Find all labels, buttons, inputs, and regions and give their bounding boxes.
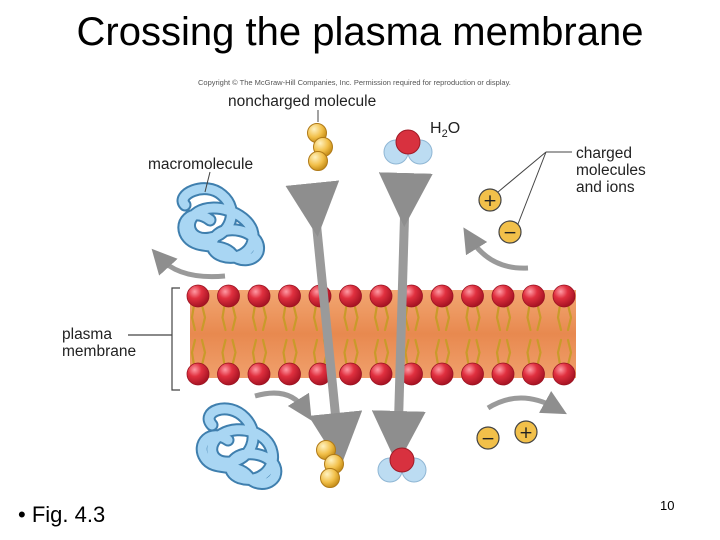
plasma-label-line2: membrane <box>62 343 137 360</box>
membrane-bracket <box>171 287 180 391</box>
lipid-tail <box>190 303 197 332</box>
macromolecule-bottom-curve-arrow <box>254 390 312 421</box>
copyright-notice: Copyright © The McGraw-Hill Companies, I… <box>198 78 511 87</box>
lipid-tail <box>556 303 563 332</box>
lipid-tail <box>261 338 268 367</box>
phospholipid-head <box>430 362 454 386</box>
charged-label-line3: and ions <box>576 179 635 196</box>
water-label-subscript: 2 <box>441 128 448 141</box>
phospholipid-head <box>278 284 301 308</box>
charged-molecules-label: charged molecules and ions <box>576 145 646 196</box>
noncharged-molecule-label: noncharged molecule <box>228 93 377 110</box>
lipid-tail <box>261 303 268 332</box>
lipid-tail <box>495 303 502 332</box>
figure-reference: Fig. 4.3 <box>31 502 106 527</box>
lipid-tail <box>505 303 512 332</box>
macromolecule-top <box>176 182 265 267</box>
lipid-tail <box>221 303 227 332</box>
lipid-tail <box>495 338 502 367</box>
negative-ion-top <box>498 220 522 244</box>
noncharged-molecule-top <box>307 123 333 171</box>
ion-bottom-curve-arrow <box>486 391 567 415</box>
lipid-tail <box>505 338 512 367</box>
lipid-tail <box>536 303 542 332</box>
negative-ion-bottom <box>476 426 500 450</box>
charged-leader-lines <box>497 151 572 225</box>
phospholipid-head <box>278 362 301 386</box>
lipid-tail <box>475 338 481 367</box>
ion-top-curve-arrow <box>463 227 529 271</box>
curved-arrows <box>151 227 567 421</box>
lipid-tail <box>444 303 451 332</box>
ions: + − − + <box>476 188 538 450</box>
lipid-tail <box>434 338 441 367</box>
water-label-o: O <box>447 120 461 137</box>
phospholipid-head <box>186 362 210 386</box>
phospholipid-head <box>522 362 545 386</box>
charged-label-line2: molecules <box>576 162 646 179</box>
lipid-tail <box>190 338 197 367</box>
lipid-tail <box>556 338 563 367</box>
figure-reference-bullet: • Fig. 4.3 <box>18 502 106 527</box>
phospholipid-head <box>552 284 576 308</box>
lipid-tail <box>465 303 471 332</box>
slide-title: Crossing the plasma membrane <box>76 10 644 54</box>
positive-ion-bottom-sign: + <box>519 423 533 443</box>
lipid-tail <box>200 338 207 367</box>
phospholipid-head <box>491 284 515 308</box>
phospholipid-head <box>339 284 362 308</box>
phospholipid-head <box>461 362 484 386</box>
water-label: H2O <box>430 120 460 143</box>
macromolecule-top-curve-arrow <box>151 248 226 280</box>
lipid-tail <box>536 338 542 367</box>
lipid-tail <box>251 303 258 332</box>
lipid-tail <box>465 338 471 367</box>
phospholipid-head <box>217 362 240 386</box>
phospholipid-head <box>247 362 271 386</box>
lipid-tail <box>475 303 481 332</box>
lipid-tail <box>231 338 237 367</box>
phospholipid-head <box>430 284 454 308</box>
phospholipid-head <box>217 284 240 308</box>
negative-ion-top-sign: − <box>503 223 517 243</box>
phospholipid-head <box>461 284 484 308</box>
macromolecule-bottom <box>195 402 283 490</box>
water-molecule-bottom <box>377 447 427 483</box>
positive-ion-top-sign: + <box>483 191 497 211</box>
lipid-tail <box>526 338 532 367</box>
negative-ion-bottom-sign: − <box>481 429 495 449</box>
phospholipid-head <box>247 284 271 308</box>
macromolecule-leader <box>204 171 211 193</box>
positive-ion-top <box>478 188 502 212</box>
positive-ion-bottom <box>514 420 538 444</box>
phospholipid-head <box>552 362 576 386</box>
lipid-tail <box>231 303 237 332</box>
lipid-tail <box>566 338 573 367</box>
phospholipid-head <box>522 284 545 308</box>
phospholipid-head <box>491 362 515 386</box>
lipid-tail <box>221 338 227 367</box>
macromolecule-label: macromolecule <box>148 156 254 173</box>
noncharged-transport-arrow <box>285 180 363 467</box>
plasma-membrane-label: plasma membrane <box>62 326 136 360</box>
lipid-tail <box>526 303 532 332</box>
water-label-h: H <box>430 120 442 137</box>
phospholipid-head <box>369 284 393 308</box>
phospholipid-head <box>186 284 210 308</box>
lipid-tail <box>251 338 258 367</box>
water-molecule-top <box>383 129 433 165</box>
charged-label-line1: charged <box>576 145 633 162</box>
lipid-tail <box>444 338 451 367</box>
plasma-label-line1: plasma <box>62 326 112 343</box>
water-transport-arrow <box>371 172 433 465</box>
transport-arrows <box>285 172 433 467</box>
lipid-tail <box>434 303 441 332</box>
noncharged-molecule-bottom <box>316 440 344 488</box>
lipid-tail <box>566 303 573 332</box>
phospholipid-head <box>369 362 393 386</box>
lipid-tail <box>200 303 207 332</box>
page-number: 10 <box>660 498 675 513</box>
phospholipid-head <box>339 362 362 386</box>
